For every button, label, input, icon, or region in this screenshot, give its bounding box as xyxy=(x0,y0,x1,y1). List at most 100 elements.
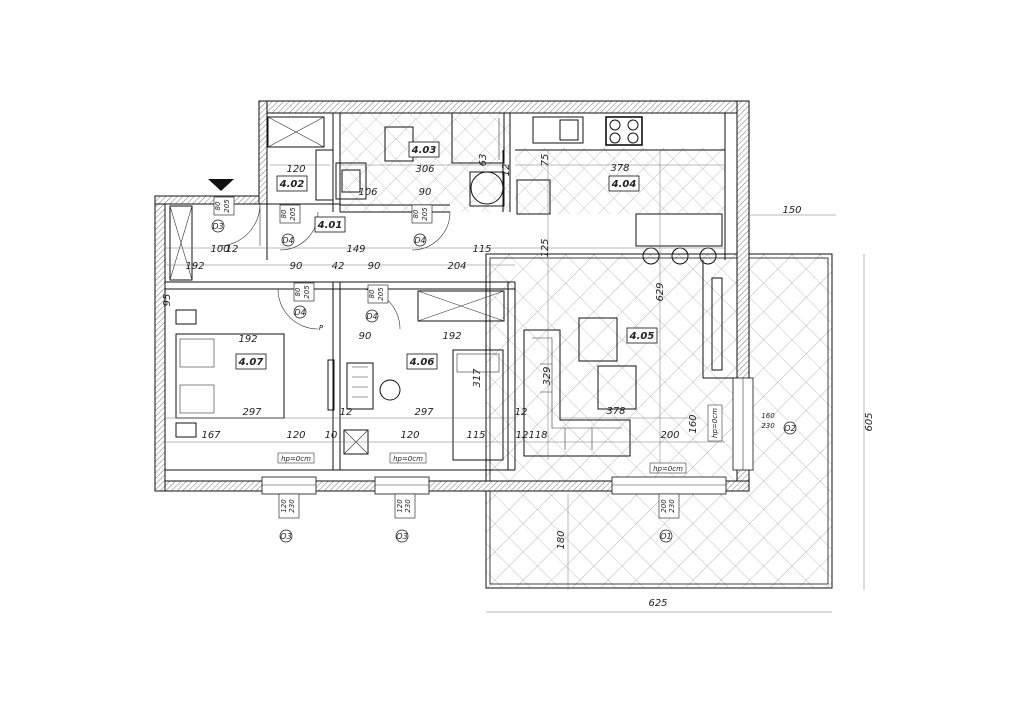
room-label-box xyxy=(626,327,658,344)
window-width-label: 160 xyxy=(761,412,775,420)
sill-height-box xyxy=(649,462,687,474)
dimension-label: 160 xyxy=(688,414,699,433)
dimension-label: 90 xyxy=(368,261,381,272)
room-label-4-06: 4.06 xyxy=(409,357,435,368)
room-label-box xyxy=(276,175,308,192)
door-width-label: 80 xyxy=(214,201,222,210)
door-height-label: 205 xyxy=(377,287,385,301)
dimension-label: 192 xyxy=(238,334,257,345)
kitchen-fixtures xyxy=(532,116,723,265)
dimension-label: 120 xyxy=(286,164,305,175)
window-tag-circle xyxy=(395,529,409,543)
window-height-label: 230 xyxy=(288,499,296,513)
dimension-label: 10 xyxy=(325,430,338,441)
door-width-label: 80 xyxy=(294,287,302,296)
door-width-label: 80 xyxy=(412,209,420,218)
dimension-label: 12 xyxy=(516,430,529,441)
dimension-label: 125 xyxy=(540,238,551,257)
dimension-label: 306 xyxy=(415,164,434,175)
window-height-label: 230 xyxy=(668,499,676,513)
door-size-box xyxy=(279,204,301,224)
door-tag-label: D4 xyxy=(414,236,425,245)
dimension-label: 378 xyxy=(610,163,629,174)
room-label-box xyxy=(406,353,438,370)
room-label-box xyxy=(235,353,267,370)
room-label-box xyxy=(608,175,640,192)
dimension-label: 204 xyxy=(447,261,466,272)
door-width-label: 80 xyxy=(280,209,288,218)
sill-height-label: hp=0cm xyxy=(281,455,311,463)
door-tag-label: D4 xyxy=(294,308,305,317)
dimension-label: 192 xyxy=(185,261,204,272)
dimension-label: 100 xyxy=(210,244,229,255)
dimension-label: 167 xyxy=(201,430,221,441)
windows xyxy=(261,377,754,495)
dimension-label: 605 xyxy=(864,412,875,431)
door-height-label: 205 xyxy=(289,207,297,221)
dimension-label: 12 xyxy=(340,407,353,418)
window-height-label: 230 xyxy=(761,422,775,430)
door-height-label: 205 xyxy=(421,207,429,221)
room-label-4-05: 4.05 xyxy=(629,331,655,342)
dimension-label: 12 xyxy=(501,164,512,177)
dimension-label: 200 xyxy=(660,430,679,441)
dimension-label: 75 xyxy=(540,154,551,167)
dimension-label: 118 xyxy=(528,430,547,441)
dimension-label: 625 xyxy=(648,598,667,609)
window-tag-label: O1 xyxy=(660,532,671,541)
room-label-4-02: 4.02 xyxy=(279,179,305,190)
door-tag-circle xyxy=(281,233,295,247)
window-width-label: 200 xyxy=(660,499,668,513)
room-label-4-04: 4.04 xyxy=(611,179,637,190)
sill-height-box xyxy=(389,452,427,464)
dimension-label: 149 xyxy=(346,244,365,255)
window-size-box xyxy=(278,493,300,519)
dimension-label: 192 xyxy=(442,331,461,342)
room-label-box xyxy=(314,216,346,233)
dimension-label: 297 xyxy=(414,407,434,418)
dimension-label: 90 xyxy=(419,187,432,198)
dimension-label: 297 xyxy=(242,407,262,418)
living-fixtures xyxy=(523,277,723,457)
dimension-label: 329 xyxy=(542,366,553,385)
entrance-arrow-icon xyxy=(208,179,234,191)
sill-height-box xyxy=(277,452,315,464)
window-width-label: 120 xyxy=(280,499,288,513)
sill-height-box xyxy=(707,404,723,442)
door-size-box xyxy=(293,282,315,302)
window-tag-circle xyxy=(783,421,797,435)
window-height-label: 230 xyxy=(404,499,412,513)
door-size-box xyxy=(367,284,389,304)
door-height-label: 205 xyxy=(223,199,231,213)
window-size-box xyxy=(658,493,680,519)
sill-height-label: hp=0cm xyxy=(711,408,719,438)
door-size-box xyxy=(213,196,235,216)
dimension-label: 42 xyxy=(332,261,345,272)
sill-height-label: hp=0cm xyxy=(653,465,683,473)
dimension-label: 150 xyxy=(782,205,801,216)
door-tag-circle xyxy=(293,305,307,319)
dimension-label: 378 xyxy=(606,406,625,417)
dimension-lines xyxy=(165,150,865,613)
door-tag-circle xyxy=(365,309,379,323)
dimension-label: 95 xyxy=(162,294,173,307)
window-tag-label: O2 xyxy=(784,424,795,433)
door-tag-circle xyxy=(211,219,225,233)
window-size-box xyxy=(394,493,416,519)
dimension-label: 115 xyxy=(466,430,485,441)
dimension-label: 12 xyxy=(226,244,239,255)
dimension-label: 90 xyxy=(290,261,303,272)
door-height-label: 205 xyxy=(303,285,311,299)
bathroom-fixtures xyxy=(267,112,551,215)
dimension-label: 106 xyxy=(358,187,377,198)
window-tag-label: O3 xyxy=(396,532,407,541)
door-tag-label: D4 xyxy=(366,312,377,321)
terrace xyxy=(485,253,833,589)
dimension-label: 317 xyxy=(472,368,483,388)
dimension-label: 629 xyxy=(655,282,666,301)
room-label-box xyxy=(408,141,440,158)
room-label-4-07: 4.07 xyxy=(238,357,264,368)
dimension-label: 63 xyxy=(478,154,489,167)
window-tag-label: O3 xyxy=(280,532,291,541)
